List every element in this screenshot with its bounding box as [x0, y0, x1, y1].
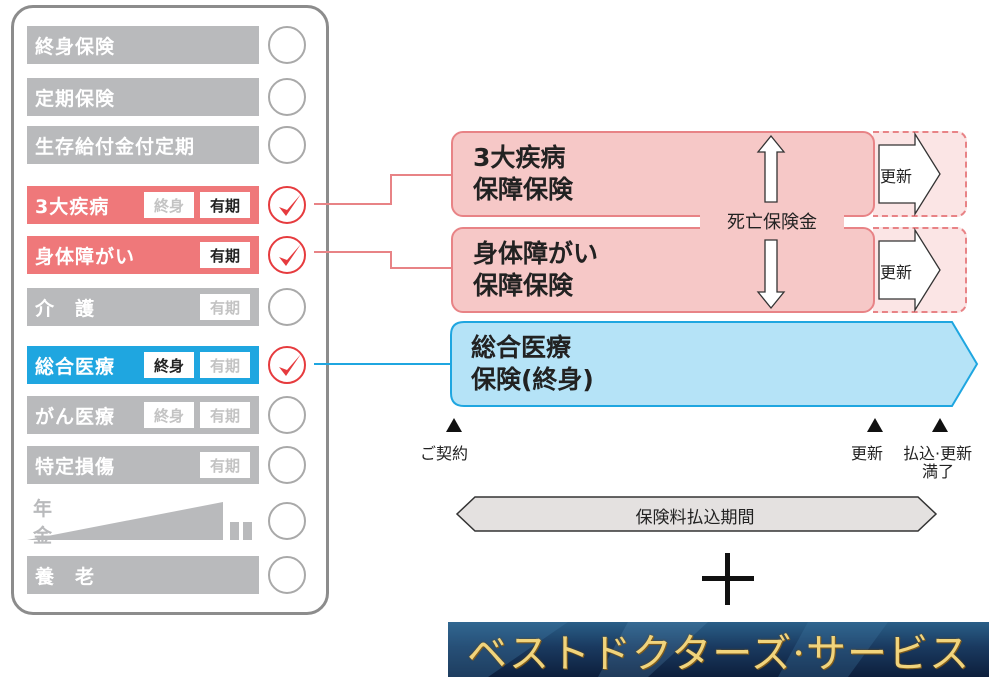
bar-3dai-line2: 保障保険 [473, 175, 574, 204]
option-label-box: 終身保険 [27, 26, 259, 64]
unchecked-circle[interactable] [268, 446, 306, 484]
option-term-tag[interactable]: 終身 [144, 192, 194, 218]
checked-circle[interactable] [268, 186, 306, 224]
option-label: 終身保険 [35, 35, 116, 58]
bar-shintai-shougai: 身体障がい 保障保険 [451, 227, 875, 313]
option-term-tag[interactable]: 有期 [200, 294, 250, 320]
option-term-tag[interactable]: 有期 [200, 402, 250, 428]
option-term-tag[interactable]: 終身 [144, 402, 194, 428]
bar-shintai-line2: 保障保険 [473, 271, 574, 300]
check-mark-icon [279, 194, 301, 216]
option-term-tag[interactable]: 有期 [200, 192, 250, 218]
bar-shintai-line1: 身体障がい [473, 239, 599, 268]
unchecked-circle[interactable] [268, 556, 306, 594]
unchecked-circle[interactable] [268, 26, 306, 64]
unchecked-circle[interactable] [268, 502, 306, 540]
unchecked-circle[interactable] [268, 126, 306, 164]
unchecked-circle[interactable] [268, 288, 306, 326]
renew-label-2: 更新 [880, 263, 913, 282]
check-mark-icon [279, 354, 301, 376]
pension-wedge-icon [27, 502, 252, 540]
bar-iryo-line2: 保険(終身) [471, 365, 594, 394]
option-label: 3大疾病 [35, 195, 110, 218]
bar-iryo-line1: 総合医療 [471, 333, 572, 362]
option-term-tag[interactable]: 有期 [200, 352, 250, 378]
premium-period-label: 保険料払込期間 [635, 508, 755, 528]
death-benefit-label: 死亡保険金 [700, 208, 844, 234]
contract-label: ご契約 [420, 444, 469, 463]
bar-sougou-iryo: 総合医療 保険(終身) [451, 322, 951, 406]
connector-3dai [314, 174, 453, 205]
renew-label-1: 更新 [880, 167, 913, 186]
option-label: 介 護 [35, 297, 96, 320]
option-label: がん医療 [35, 405, 116, 428]
banner-light-rays [448, 622, 888, 677]
end-label-line1: 払込·更新 [903, 444, 973, 463]
best-doctors-banner[interactable]: ベストドクターズ·サービス [448, 622, 989, 677]
option-label: 養 老 [35, 565, 96, 588]
option-label-box: 定期保険 [27, 78, 259, 116]
unchecked-circle[interactable] [268, 78, 306, 116]
option-label: 特定損傷 [35, 455, 116, 478]
option-label: 身体障がい [35, 245, 136, 268]
bar-3dai-line1: 3大疾病 [473, 143, 566, 172]
checked-circle[interactable] [268, 346, 306, 384]
option-term-tag[interactable]: 有期 [200, 452, 250, 478]
unchecked-circle[interactable] [268, 396, 306, 434]
option-term-tag[interactable]: 終身 [144, 352, 194, 378]
option-label-box: 生存給付金付定期 [27, 126, 259, 164]
banner-text: ベストドクターズ·サービス [467, 630, 970, 677]
bar-3dai-shippei: 3大疾病 保障保険 [451, 131, 875, 217]
option-label: 生存給付金付定期 [35, 135, 196, 158]
connector-shintai [314, 251, 453, 269]
end-label-line2: 満了 [922, 462, 955, 481]
option-label-box: 養 老 [27, 556, 259, 594]
option-label: 総合医療 [35, 355, 116, 378]
option-term-tag[interactable]: 有期 [200, 242, 250, 268]
renewal-label: 更新 [851, 444, 884, 463]
checked-circle[interactable] [268, 236, 306, 274]
check-mark-icon [279, 244, 301, 266]
option-label: 定期保険 [35, 87, 116, 110]
